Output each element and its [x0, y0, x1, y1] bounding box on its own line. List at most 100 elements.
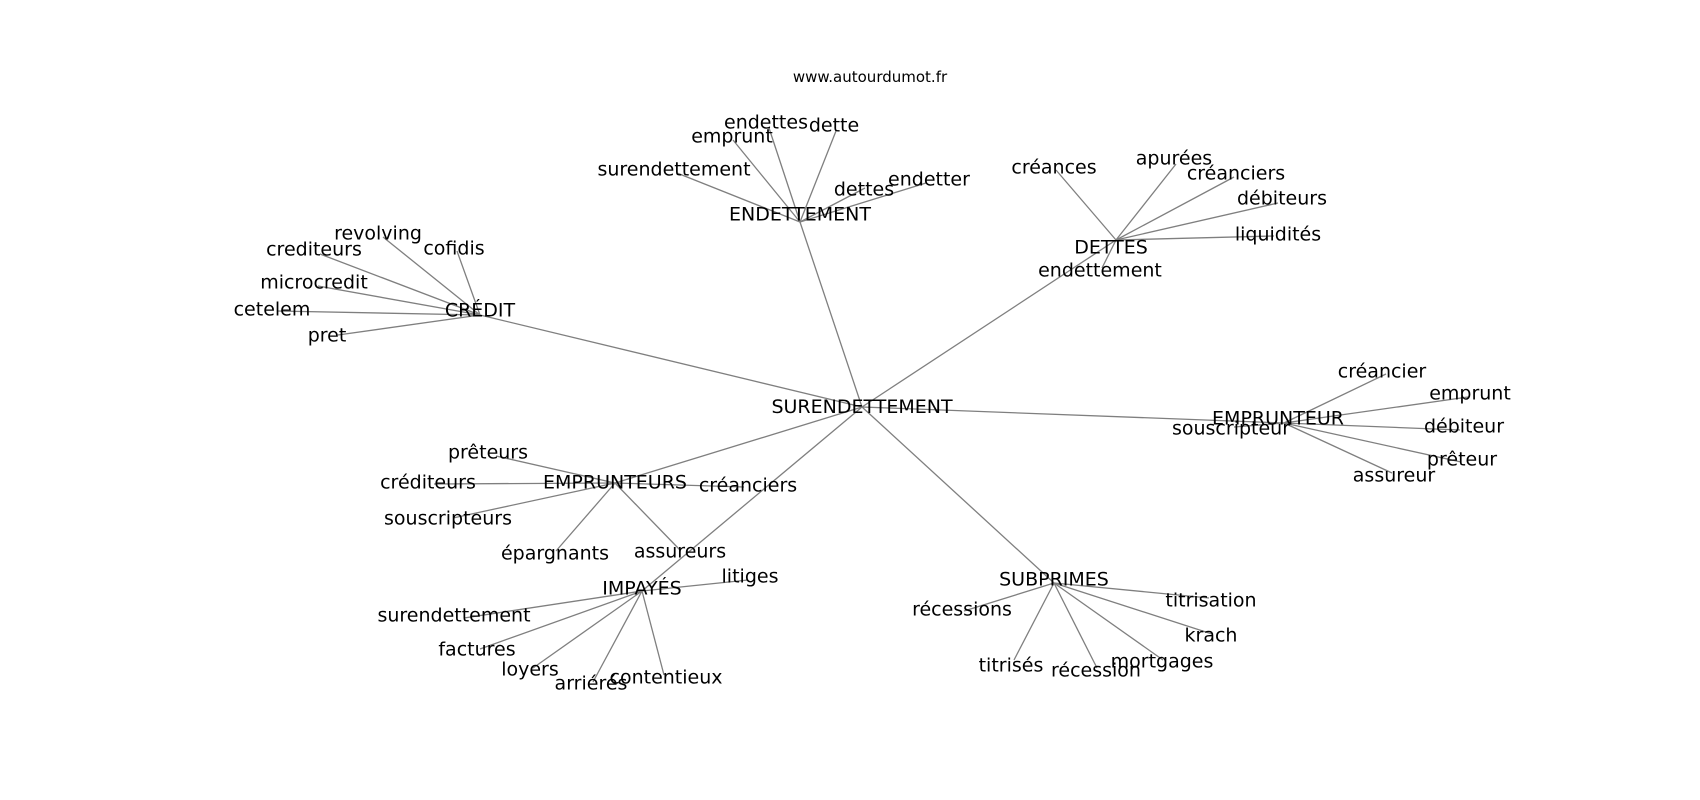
edge-cluster-to-word [1115, 202, 1279, 241]
cluster-node: IMPAYÉS [602, 577, 681, 600]
cluster-node: CRÉDIT [445, 299, 516, 322]
edge-cluster-to-word [799, 187, 866, 223]
edge-cluster-to-word [495, 455, 616, 484]
word-node: surendettement [377, 605, 530, 627]
word-node: prêteur [1427, 449, 1497, 471]
word-node: créancier [1338, 361, 1427, 383]
word-node: souscripteurs [384, 508, 512, 530]
word-node: contentieux [610, 667, 723, 689]
cluster-node: SUBPRIMES [999, 569, 1109, 591]
edge-cluster-to-word [319, 253, 481, 316]
edge-center-to-cluster [799, 221, 863, 408]
cluster-node: EMPRUNTEUR [1212, 408, 1344, 430]
edge-cluster-to-word [1283, 373, 1387, 424]
cluster-node: EMPRUNTEURS [543, 472, 687, 494]
word-node: factures [438, 639, 515, 661]
edge-center-to-cluster [479, 314, 863, 408]
word-node: arriérés [555, 673, 628, 695]
center-node: SURENDETTEMENT [771, 396, 953, 418]
word-node: assureurs [634, 541, 726, 563]
edge-cluster-to-word [433, 482, 616, 485]
word-node: endettes [724, 112, 808, 134]
word-node: dette [809, 115, 859, 137]
word-node: souscripteur [1172, 418, 1290, 440]
edge-cluster-to-word [614, 482, 745, 488]
word-node: créances [1011, 157, 1096, 179]
word-node: débiteurs [1237, 188, 1327, 210]
word-node: endetter [888, 169, 970, 191]
word-node: liquidités [1235, 224, 1321, 246]
word-node: crediteurs [266, 239, 362, 261]
edge-cluster-to-word [382, 236, 481, 316]
edge-cluster-to-word [1101, 239, 1117, 269]
word-node: dettes [834, 179, 894, 201]
edge-cluster-to-word [1055, 169, 1117, 241]
edge-cluster-to-word [614, 482, 681, 551]
edge-cluster-to-word [456, 250, 481, 316]
edge-cluster-to-word [1115, 235, 1275, 241]
edge-cluster-to-word [1283, 422, 1461, 431]
edge-center-to-cluster [641, 406, 863, 592]
word-node: prêteurs [448, 442, 528, 464]
word-node: apurées [1136, 148, 1212, 170]
edge-cluster-to-word [1053, 582, 1210, 599]
edge-cluster-to-word [1053, 582, 1098, 669]
edges [276, 127, 1469, 683]
word-node: créanciers [1187, 163, 1285, 185]
word-node: microcredit [260, 272, 368, 294]
edge-center-to-cluster [861, 406, 1055, 584]
edge-cluster-to-word [1283, 396, 1469, 424]
word-node: surendettement [597, 159, 750, 181]
edge-cluster-to-word [479, 590, 643, 650]
edge-cluster-to-word [1233, 422, 1285, 428]
edge-cluster-to-word [641, 579, 749, 592]
edge-cluster-to-word [768, 127, 801, 223]
cluster-node: ENDETTEMENT [729, 204, 871, 226]
edge-cluster-to-word [641, 590, 665, 676]
edge-cluster-to-word [532, 590, 643, 669]
edge-cluster-to-word [799, 182, 927, 223]
word-node: litiges [722, 566, 779, 588]
edge-cluster-to-word [1115, 176, 1235, 241]
word-node: emprunt [1429, 383, 1511, 405]
edge-cluster-to-word [732, 139, 801, 223]
word-node: récessions [912, 599, 1012, 621]
word-node: assureur [1353, 465, 1436, 487]
word-node: récession [1051, 660, 1141, 682]
word-node: emprunt [691, 126, 773, 148]
edge-cluster-to-word [1115, 163, 1177, 241]
word-node: krach [1185, 625, 1238, 647]
edge-cluster-to-word [1053, 582, 1213, 635]
edge-cluster-to-word [555, 482, 616, 552]
edge-cluster-to-word [963, 582, 1055, 612]
edge-cluster-to-word [276, 310, 481, 316]
edge-center-to-cluster [861, 239, 1117, 408]
word-node: créditeurs [380, 472, 476, 494]
word-node: titrisés [979, 655, 1044, 677]
edge-cluster-to-word [676, 172, 801, 223]
edge-cluster-to-word [337, 314, 481, 336]
edge-cluster-to-word [317, 285, 481, 316]
word-node: endettement [1038, 260, 1162, 282]
edge-cluster-to-word [1283, 422, 1462, 463]
edge-cluster-to-word [452, 482, 616, 519]
word-node: épargnants [501, 543, 609, 565]
word-node: loyers [501, 659, 559, 681]
edge-cluster-to-word [1053, 582, 1164, 661]
labels: www.autourdumot.fr SURENDETTEMENT ENDETT… [234, 68, 1511, 695]
edge-cluster-to-word [1283, 422, 1393, 474]
word-node: revolving [334, 223, 422, 245]
edge-center-to-cluster [861, 406, 1285, 424]
site-url: www.autourdumot.fr [793, 68, 948, 86]
word-node: titrisation [1165, 590, 1256, 612]
edge-cluster-to-word [592, 590, 643, 683]
word-node: cofidis [423, 238, 484, 260]
edge-cluster-to-word [1013, 582, 1055, 661]
word-node: mortgages [1111, 651, 1214, 673]
edge-center-to-cluster [614, 406, 863, 484]
word-node: créanciers [699, 475, 797, 497]
cluster-node: DETTES [1074, 237, 1148, 259]
word-node: débiteur [1424, 416, 1504, 438]
edge-cluster-to-word [463, 590, 643, 619]
